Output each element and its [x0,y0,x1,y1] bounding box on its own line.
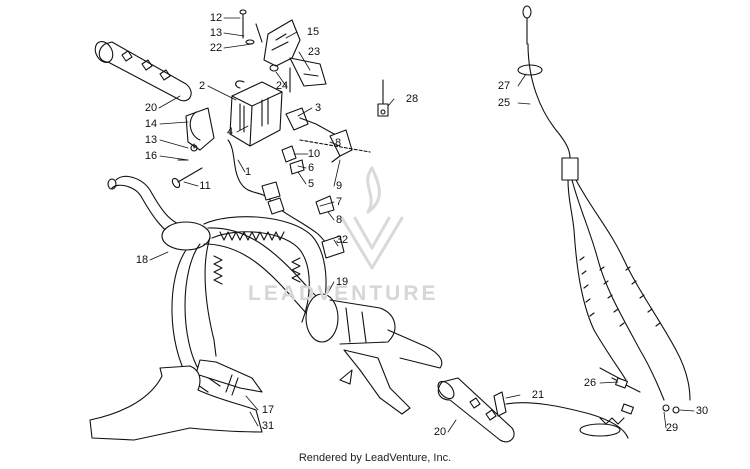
switch-unit[interactable] [281,107,371,175]
callout-20[interactable]: 20 [144,102,158,114]
callout-1[interactable]: 1 [244,166,252,178]
callout-29[interactable]: 29 [665,422,679,434]
callout-4[interactable]: 4 [226,126,234,138]
bolt[interactable] [171,167,203,189]
callout-2[interactable]: 2 [198,80,206,92]
callout-18[interactable]: 18 [135,254,149,266]
callout-10[interactable]: 10 [307,148,321,160]
callout-25[interactable]: 25 [497,97,511,109]
callout-28[interactable]: 28 [405,93,419,105]
callout-16[interactable]: 16 [144,150,158,162]
callout-17[interactable]: 17 [261,404,275,416]
watermark-text: LEADVENTURE [248,282,439,305]
callout-13[interactable]: 13 [209,27,223,39]
throttle-cable[interactable] [517,5,691,415]
callout-3[interactable]: 3 [314,102,322,114]
credit-text: Rendered by LeadVenture, Inc. [298,452,452,464]
clamp-half[interactable] [177,107,215,161]
callout-12[interactable]: 12 [209,12,223,24]
callout-23[interactable]: 23 [307,46,321,58]
center-pad[interactable] [89,365,263,441]
callout-19[interactable]: 19 [335,276,349,288]
watermark-logo [340,166,404,270]
callout-27[interactable]: 27 [497,80,511,92]
callout-20[interactable]: 20 [433,426,447,438]
hand-grip-left[interactable] [92,39,192,102]
callout-8[interactable]: 8 [334,137,342,149]
callout-8[interactable]: 8 [335,214,343,226]
callout-21[interactable]: 21 [531,389,545,401]
callout-24[interactable]: 24 [275,80,289,92]
callout-31[interactable]: 31 [261,420,275,432]
control-housing[interactable] [229,80,283,147]
callout-9[interactable]: 9 [335,180,343,192]
leader-lines [149,17,695,433]
callout-11[interactable]: 11 [199,180,211,192]
callout-22[interactable]: 22 [209,42,223,54]
callout-15[interactable]: 15 [306,26,320,38]
callout-30[interactable]: 30 [695,405,709,417]
callout-13[interactable]: 13 [144,134,158,146]
callout-5[interactable]: 5 [307,178,315,190]
callout-32[interactable]: 32 [335,234,349,246]
brake-throttle-unit[interactable] [305,293,443,415]
callout-6[interactable]: 6 [307,162,315,174]
callout-14[interactable]: 14 [144,118,158,130]
handlebar[interactable] [107,175,331,393]
key-tool[interactable] [377,79,389,117]
callout-7[interactable]: 7 [335,196,343,208]
heater-connector[interactable] [493,391,629,439]
callout-26[interactable]: 26 [583,377,597,389]
wiring-harness [227,139,345,259]
hand-grip-right[interactable] [435,377,515,443]
